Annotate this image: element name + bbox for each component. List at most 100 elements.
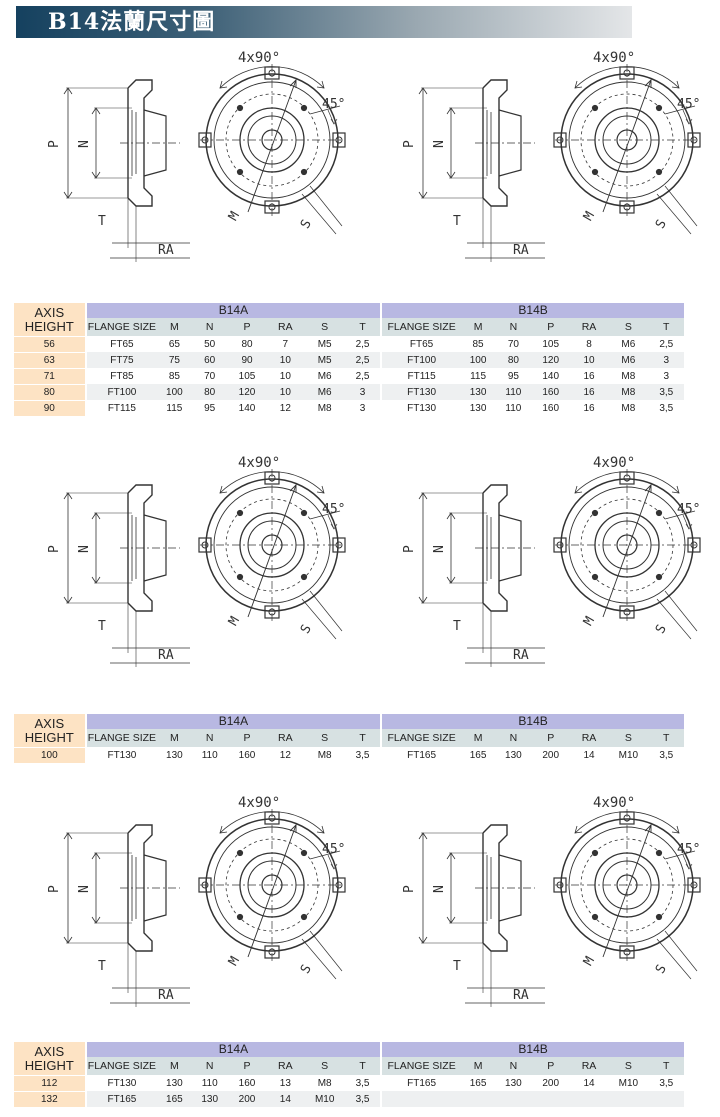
- svg-text:S: S: [298, 217, 315, 231]
- svg-text:45°: 45°: [677, 842, 700, 857]
- column-header: FLANGE SIZE: [84, 1057, 158, 1075]
- svg-text:T: T: [453, 214, 461, 229]
- group-header-b14a: B14A: [84, 303, 381, 318]
- axis-height-value: 132: [14, 1091, 85, 1107]
- table-cell: 130: [505, 1077, 522, 1089]
- table-cell: 16: [583, 370, 595, 382]
- table-cell: 70: [507, 338, 519, 350]
- table-cell: 3,5: [355, 1077, 370, 1089]
- table-cell: 13: [279, 1077, 291, 1089]
- table-cell: M10: [618, 749, 639, 761]
- svg-text:4x90°: 4x90°: [593, 50, 635, 66]
- table-cell: 115: [166, 402, 183, 414]
- svg-text:N: N: [77, 885, 92, 893]
- table-cell: 75: [157, 352, 192, 368]
- svg-text:M: M: [581, 614, 598, 628]
- column-header: RA: [569, 318, 609, 336]
- table-cell: M8: [317, 749, 332, 761]
- column-header: T: [648, 318, 684, 336]
- table-cell: 110: [505, 402, 522, 414]
- svg-text:S: S: [298, 622, 315, 636]
- empty-cell: [380, 1091, 684, 1107]
- svg-text:N: N: [432, 885, 447, 893]
- table-cell: 165: [469, 749, 487, 761]
- table-cell: 110: [201, 749, 218, 761]
- column-header: T: [344, 318, 381, 336]
- table-cell: FT115: [84, 400, 158, 416]
- table-cell: 10: [569, 352, 609, 368]
- table-cell: 3,5: [648, 384, 684, 400]
- column-header: T: [648, 729, 684, 747]
- table-cell: FT165: [380, 747, 461, 763]
- group-header-b14a: B14A: [84, 714, 381, 729]
- svg-text:RA: RA: [513, 648, 529, 663]
- svg-text:45°: 45°: [322, 842, 345, 857]
- table-cell: 3,5: [659, 1077, 674, 1089]
- table-cell: 16: [569, 384, 609, 400]
- column-header: P: [531, 318, 570, 336]
- svg-text:P: P: [47, 885, 62, 893]
- table-cell: 3: [663, 370, 670, 382]
- table-cell: FT130: [84, 747, 158, 763]
- group-header-b14a: B14A: [84, 1042, 381, 1057]
- table-cell: 165: [157, 1091, 192, 1107]
- table-cell: M6: [304, 384, 345, 400]
- table-cell: M8: [317, 1077, 332, 1089]
- column-header: S: [608, 1057, 649, 1075]
- svg-text:N: N: [77, 140, 92, 148]
- table-cell: M10: [304, 1091, 345, 1107]
- table-cell: FT130: [380, 384, 461, 400]
- table-cell: 95: [204, 402, 216, 414]
- column-header: N: [191, 729, 228, 747]
- table-cell: M8: [621, 402, 636, 414]
- column-header: M: [157, 318, 192, 336]
- table-cell: FT85: [84, 368, 158, 384]
- table-cell: 10: [266, 352, 305, 368]
- svg-text:RA: RA: [158, 988, 174, 1003]
- table-cell: 130: [460, 384, 496, 400]
- table-cell: 200: [542, 749, 560, 761]
- table-cell: FT100: [84, 384, 158, 400]
- axis-height-value: 100: [14, 747, 85, 763]
- axis-height-value: 80: [14, 384, 85, 400]
- column-header: FLANGE SIZE: [380, 318, 461, 336]
- flange-drawing-b14b-112: P N T RA 4x90° 45° M S: [395, 795, 715, 1025]
- table-cell: FT100: [380, 352, 461, 368]
- page-title: B14法蘭尺寸圖: [16, 6, 632, 38]
- svg-text:45°: 45°: [322, 97, 345, 112]
- svg-text:P: P: [402, 545, 417, 553]
- column-header: S: [304, 318, 345, 336]
- table-cell: 3,5: [344, 1091, 381, 1107]
- table-cell: M8: [317, 402, 332, 414]
- svg-text:4x90°: 4x90°: [238, 50, 280, 66]
- column-header: S: [608, 729, 649, 747]
- column-header: N: [495, 1057, 532, 1075]
- table-cell: 160: [531, 384, 570, 400]
- table-cell: M8: [621, 370, 636, 382]
- table-cell: 10: [266, 384, 305, 400]
- table-cell: FT165: [380, 1075, 461, 1091]
- table-cell: 130: [166, 1077, 183, 1089]
- table-cell: M5: [317, 338, 332, 350]
- table-cell: M10: [618, 1077, 639, 1089]
- table-cell: 105: [238, 370, 256, 382]
- group-header-b14b: B14B: [380, 1042, 684, 1057]
- column-header: P: [227, 318, 267, 336]
- svg-text:P: P: [402, 885, 417, 893]
- table-cell: 14: [266, 1091, 305, 1107]
- column-header: N: [191, 1057, 228, 1075]
- table-cell: 120: [227, 384, 267, 400]
- svg-text:T: T: [98, 959, 106, 974]
- table-cell: 2,5: [659, 338, 674, 350]
- table-cell: 115: [470, 370, 487, 382]
- table-cell: 100: [157, 384, 192, 400]
- table-cell: 7: [282, 338, 289, 350]
- table-cell: 3: [359, 402, 366, 414]
